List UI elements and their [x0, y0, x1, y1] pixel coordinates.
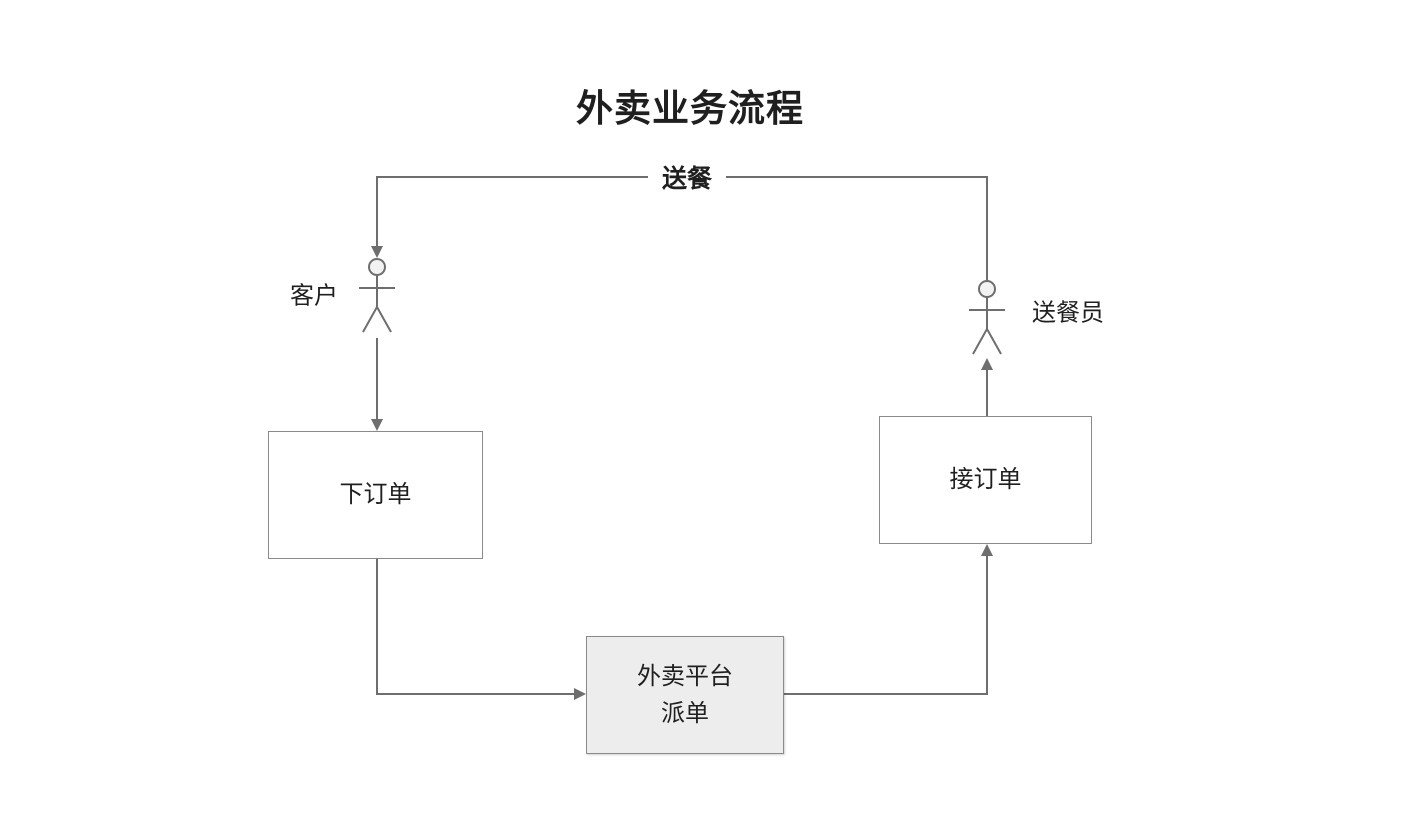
node-platform-dispatch-label-line2: 派单 [661, 700, 709, 727]
actor-label-customer: 客户 [290, 282, 338, 310]
actor-label-courier: 送餐员 [1032, 299, 1104, 327]
node-place-order-label: 下订单 [339, 481, 412, 509]
edge-platform-to-accept-line [784, 554, 988, 695]
diagram-title: 外卖业务流程 [576, 88, 804, 129]
node-accept-order: 接订单 [879, 416, 1092, 544]
edge-label-deliver: 送餐 [647, 159, 727, 195]
customer-actor-icon [359, 258, 395, 333]
node-place-order: 下订单 [268, 431, 483, 559]
edge-order-to-platform-line [376, 559, 576, 695]
node-accept-order-label: 接订单 [949, 466, 1022, 494]
arrowhead-down-to-customer [371, 246, 383, 258]
courier-actor-icon [969, 280, 1005, 355]
node-platform-dispatch-label-line1: 外卖平台 [637, 662, 733, 690]
arrowhead-down-to-place-order [371, 419, 383, 431]
arrowhead-up-to-accept-order [981, 544, 993, 556]
node-platform-dispatch: 外卖平台 派单 [586, 636, 784, 754]
arrowhead-up-to-courier [981, 358, 993, 370]
arrowhead-right-to-platform [574, 688, 586, 700]
